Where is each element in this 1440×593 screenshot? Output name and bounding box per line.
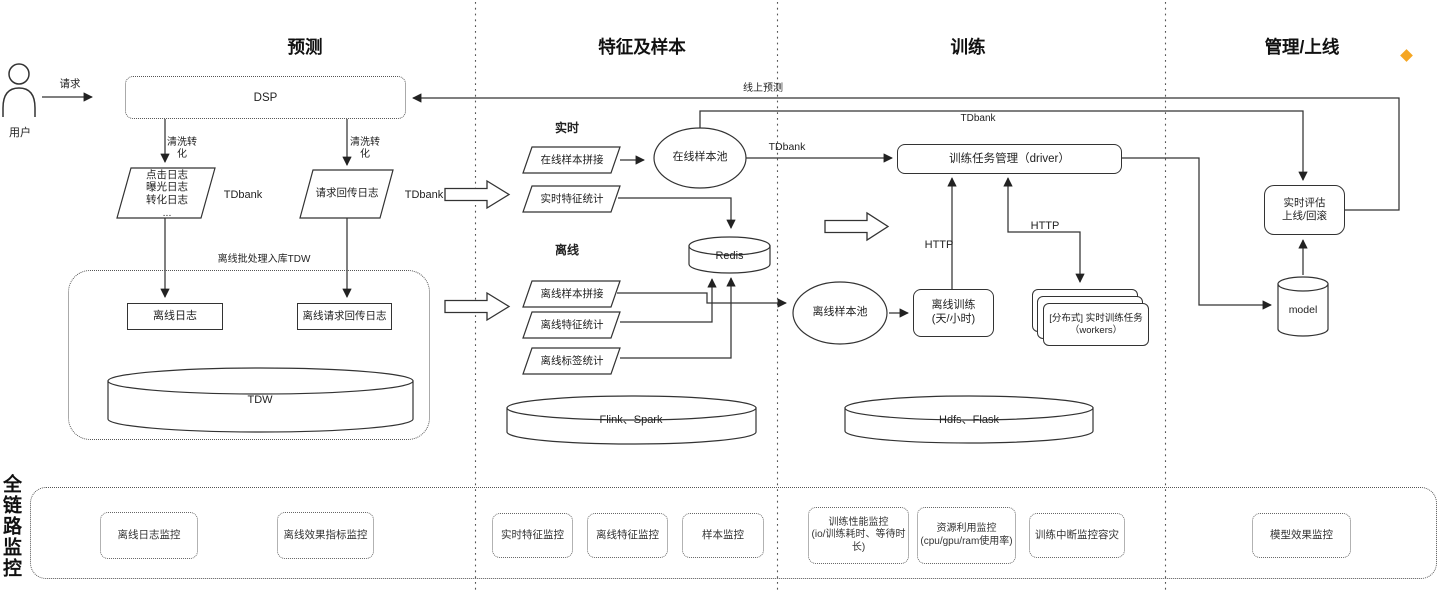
clean-transform-label-left: 清洗转 化 xyxy=(167,137,197,160)
online-sample-join-shape xyxy=(522,146,621,174)
monitor-rail: 全链路监控 xyxy=(0,474,21,579)
monitor-box-sample: 样本监控 xyxy=(682,513,764,558)
redis-cylinder xyxy=(688,236,771,274)
evaluate-node: 实时评估 上线/回滚 xyxy=(1264,185,1345,235)
tdbank-label-top: TDbank xyxy=(960,113,996,124)
user-icon xyxy=(2,63,36,117)
monitor-box-train-perf: 训练性能监控 (io/训练耗时、等待时长) xyxy=(808,507,909,564)
batch-ingest-label: 离线批处理入库TDW xyxy=(217,253,311,265)
monitor-box-model-effect: 模型效果监控 xyxy=(1252,513,1351,558)
realtime-group-label: 实时 xyxy=(554,121,579,136)
datastore-cylinders xyxy=(107,236,1329,445)
pool-ellipses xyxy=(653,127,888,345)
offline-label-stat-shape xyxy=(522,347,621,375)
block-arrow-realtime xyxy=(444,179,511,210)
realtime-feature-stat-shape xyxy=(522,185,621,213)
offline-sample-join-label: 离线样本拼接 xyxy=(540,287,604,300)
offline-group-label: 离线 xyxy=(554,243,579,258)
dsp-node: DSP xyxy=(125,76,406,119)
driver-node: 训练任务管理（driver） xyxy=(897,144,1122,174)
monitor-box-offline-log: 离线日志监控 xyxy=(100,512,198,559)
tdbank-label-left: TDbank xyxy=(223,188,263,201)
offline-request-log-node: 离线请求回传日志 xyxy=(297,303,392,330)
block-arrow-training xyxy=(824,211,890,242)
offline-sample-pool-shape xyxy=(792,281,888,345)
request-label: 请求 xyxy=(59,77,81,90)
offline-train-node: 离线训练 (天/小时) xyxy=(913,289,994,337)
monitor-container xyxy=(30,487,1437,579)
monitor-box-realtime-feature: 实时特征监控 xyxy=(492,513,573,558)
monitor-box-resource: 资源利用监控 (cpu/gpu/ram使用率) xyxy=(917,507,1016,564)
offline-log-node: 离线日志 xyxy=(127,303,223,330)
request-log-shape xyxy=(299,169,394,219)
offline-label-stat-label: 离线标签统计 xyxy=(540,354,604,367)
monitor-box-interrupt: 训练中断监控容灾 xyxy=(1029,513,1125,558)
section-header-predict: 预测 xyxy=(287,36,323,57)
click-logs-node-label: 点击日志 曝光日志 转化日志 ... xyxy=(146,168,188,219)
tdbank-label-right: TDbank xyxy=(404,188,444,201)
click-logs-shape xyxy=(116,167,216,219)
offline-feature-stat-label: 离线特征统计 xyxy=(540,318,604,331)
flink-spark-cylinder xyxy=(506,395,757,445)
online-sample-pool-label: 在线样本池 xyxy=(672,151,728,164)
parallelogram-shapes xyxy=(116,146,621,375)
section-header-features: 特征及样本 xyxy=(598,36,686,57)
block-arrows xyxy=(444,179,890,322)
hdfs-flask-cylinder xyxy=(844,395,1094,444)
offline-feature-stat-shape xyxy=(522,311,621,339)
monitor-box-offline-effect: 离线效果指标监控 xyxy=(277,512,374,559)
section-header-training: 训练 xyxy=(950,36,986,57)
offline-batch-container xyxy=(68,270,430,440)
model-cylinder xyxy=(1277,276,1329,337)
connector-lines xyxy=(42,92,1400,359)
monitor-box-offline-feature: 离线特征监控 xyxy=(587,513,668,558)
offline-sample-pool-label: 离线样本池 xyxy=(812,306,868,319)
tdw-cylinder xyxy=(107,367,414,433)
flink-spark-label: Flink、Spark xyxy=(599,414,663,427)
user-label: 用户 xyxy=(9,127,31,140)
tdw-label: TDW xyxy=(247,394,273,407)
http-label-right: HTTP xyxy=(1030,219,1060,232)
request-log-node-label: 请求回传日志 xyxy=(315,187,379,200)
workers-node: [分布式] 实时训练任务 （workers） xyxy=(1043,303,1149,346)
model-label: model xyxy=(1288,304,1318,317)
redis-label: Redis xyxy=(715,250,744,263)
http-label-left: HTTP xyxy=(924,238,954,251)
tdbank-label-to-driver: TDbank xyxy=(768,141,806,154)
hdfs-flask-label: Hdfs、Flask xyxy=(939,414,999,427)
block-arrow-offline xyxy=(444,291,511,322)
section-header-manage: 管理/上线 xyxy=(1264,36,1340,57)
clean-transform-label-right: 清洗转 化 xyxy=(350,137,380,160)
offline-sample-join-shape xyxy=(522,280,621,308)
realtime-feature-stat-label: 实时特征统计 xyxy=(540,192,604,205)
online-sample-join-label: 在线样本拼接 xyxy=(540,153,604,166)
online-predict-label: 线上预测 xyxy=(743,82,783,94)
